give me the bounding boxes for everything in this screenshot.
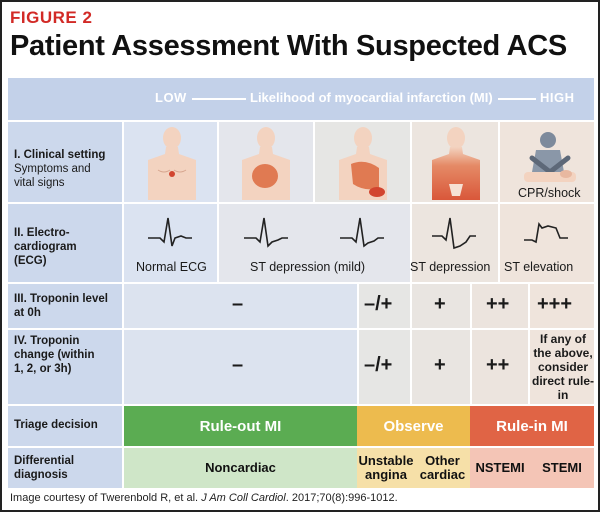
assessment-grid: LOW Likelihood of myocardial infarction … — [8, 78, 594, 488]
row-ecg: II. Electro-cardiogram (ECG) — [8, 204, 594, 282]
diagnosis-stemi: STEMI — [530, 448, 594, 488]
troponin-level-positive: + — [434, 293, 446, 315]
torso-icon-radiating-pain — [339, 127, 387, 200]
grid-separator — [8, 404, 594, 406]
row-differential-diagnosis: Differential diagnosis Noncardiac Unstab… — [8, 448, 594, 488]
cell-troponin-change-equivocal — [359, 330, 410, 404]
caption-st-depression-mild: ST depression (mild) — [250, 260, 366, 274]
row-troponin-level: III. Troponin level at 0h – –/+ + ++ +++ — [8, 284, 594, 328]
label-clinical-setting: I. Clinical setting Symptoms and vital s… — [8, 122, 122, 202]
ecg-st-depression-icon — [432, 217, 476, 250]
cell-troponin-level-very-high — [530, 284, 594, 328]
figure-title: Patient Assessment With Suspected ACS — [10, 30, 567, 62]
caption-normal-ecg: Normal ECG — [136, 260, 207, 274]
cell-troponin-level-high — [472, 284, 528, 328]
grid-separator — [122, 120, 124, 488]
cell-troponin-change-positive — [412, 330, 470, 404]
troponin-change-positive: + — [434, 354, 446, 376]
cell-troponin-level-equivocal — [359, 284, 410, 328]
cell-ecg-4 — [500, 204, 594, 282]
troponin-level-very-high: +++ — [537, 293, 573, 315]
row-triage-decision: Triage decision Rule-out MI Observe Rule… — [8, 406, 594, 446]
grid-separator — [8, 282, 594, 284]
triage-observe: Observe — [357, 406, 470, 446]
figure-label: FIGURE 2 — [10, 8, 93, 27]
cell-troponin-level-negative — [124, 284, 357, 328]
torso-icon-chest-pain — [242, 127, 290, 200]
ecg-st-depression-mild-icon-a — [244, 217, 288, 248]
triage-rule-out-mi: Rule-out MI — [124, 406, 357, 446]
rule-in-note: If any of the above, consider direct rul… — [532, 332, 595, 402]
cpr-icon — [524, 132, 576, 182]
grid-separator — [8, 120, 594, 122]
cell-ecg-1 — [124, 204, 217, 282]
label-troponin-change: IV. Troponin change (within 1, 2, or 3h) — [8, 330, 122, 404]
label-troponin-level: III. Troponin level at 0h — [8, 284, 122, 328]
label-ecg: II. Electro-cardiogram (ECG) — [8, 204, 122, 282]
caption-st-elevation: ST elevation — [504, 260, 574, 274]
troponin-change-negative: – — [232, 354, 244, 376]
torso-icon-widespread-pain — [432, 127, 480, 200]
header-arrow-line-right — [498, 98, 536, 100]
grid-separator — [8, 328, 594, 330]
ecg-normal-icon — [148, 217, 192, 247]
row-troponin-change: IV. Troponin change (within 1, 2, or 3h)… — [8, 330, 594, 404]
triage-rule-in-mi: Rule-in MI — [470, 406, 594, 446]
image-credit: Image courtesy of Twerenbold R, et al. J… — [10, 492, 398, 504]
header-likelihood: Likelihood of myocardial infarction (MI) — [250, 90, 493, 105]
cell-ecg-3 — [412, 204, 498, 282]
cell-ecg-2 — [219, 204, 410, 282]
header-arrow-line-left — [192, 98, 246, 100]
troponin-change-equivocal: –/+ — [364, 354, 393, 376]
diagnosis-other-cardiac: Other cardiac — [415, 448, 470, 488]
troponin-change-high: ++ — [486, 354, 510, 376]
cell-troponin-change-negative — [124, 330, 357, 404]
troponin-level-negative: – — [232, 293, 244, 315]
caption-cpr-shock: CPR/shock — [518, 186, 581, 200]
troponin-level-equivocal: –/+ — [364, 293, 393, 315]
likelihood-header: LOW Likelihood of myocardial infarction … — [8, 78, 594, 120]
grid-separator — [8, 446, 594, 448]
torso-icon-chest-spot — [148, 127, 196, 200]
cell-troponin-change-note — [530, 330, 594, 404]
header-low: LOW — [155, 90, 187, 105]
label-differential-diagnosis: Differential diagnosis — [8, 448, 122, 488]
troponin-level-high: ++ — [486, 293, 510, 315]
diagnosis-noncardiac: Noncardiac — [124, 448, 357, 488]
ecg-st-elevation-icon — [524, 222, 568, 244]
cell-troponin-change-high — [472, 330, 528, 404]
grid-separator — [8, 202, 594, 204]
ecg-st-depression-mild-icon-b — [340, 217, 384, 248]
header-high: HIGH — [540, 90, 575, 105]
caption-st-depression: ST depression — [410, 260, 491, 274]
cell-troponin-level-positive — [412, 284, 470, 328]
label-triage-decision: Triage decision — [8, 406, 122, 446]
diagnosis-nstemi: NSTEMI — [470, 448, 530, 488]
row-clinical-setting: I. Clinical setting Symptoms and vital s… — [8, 122, 594, 202]
diagnosis-unstable-angina: Unstable angina — [357, 448, 415, 488]
